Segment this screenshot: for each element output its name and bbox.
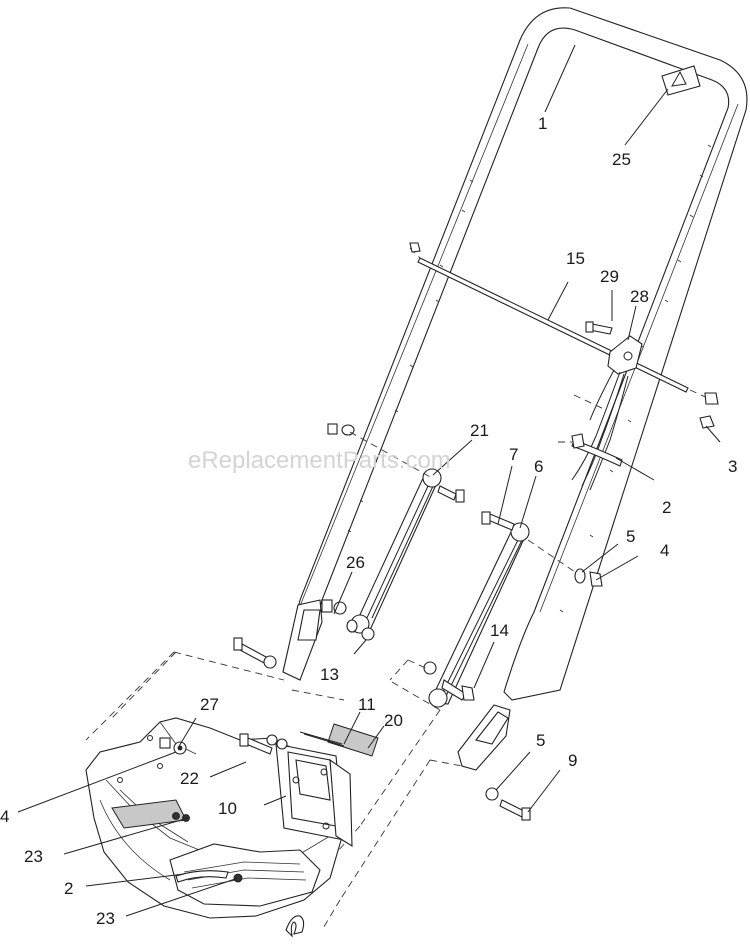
callout-2-lower: 2: [64, 879, 73, 898]
callout-4: 4: [660, 541, 669, 560]
fasteners: [233, 423, 603, 821]
callout-4-lower: 4: [0, 807, 9, 826]
callout-25: 25: [612, 150, 631, 169]
callout-11: 11: [358, 695, 376, 714]
callout-23: 23: [24, 847, 43, 866]
handle-bracket-10: [275, 743, 353, 848]
warning-decal: [661, 65, 701, 96]
callout-28: 28: [630, 287, 649, 306]
callout-5: 5: [626, 527, 635, 546]
cable-bracket: [585, 321, 643, 375]
callout-1: 1: [538, 114, 547, 133]
plate-20: [327, 723, 379, 757]
callout-10: 10: [218, 799, 237, 818]
callout-6: 6: [534, 457, 543, 476]
watermark-text: eReplacementParts.com: [188, 447, 451, 474]
callout-23-lower: 23: [96, 909, 115, 928]
callout-13: 13: [320, 665, 339, 684]
callout-14: 14: [490, 621, 509, 640]
cable-bundle: [558, 369, 629, 491]
handle-tube: [282, 7, 748, 771]
link-arm-right: [428, 522, 530, 708]
leader-lines: [17, 44, 721, 917]
callout-9: 9: [568, 751, 577, 770]
callout-21: 21: [470, 421, 489, 440]
callout-22: 22: [180, 769, 199, 788]
spacer-11: [299, 731, 345, 747]
link-arm-left: [350, 468, 442, 634]
assembly-boundary: [85, 651, 463, 931]
callout-5-lower: 5: [536, 731, 545, 750]
callout-29: 29: [600, 267, 619, 286]
callout-27: 27: [200, 695, 219, 714]
callout-labels: 1 25 15 29 28 3 21 7 6 2 5 4 26 13 14 27…: [0, 114, 737, 928]
fasteners-upper-bracket: [239, 733, 288, 755]
callout-2: 2: [662, 498, 671, 517]
callout-15: 15: [566, 249, 585, 268]
callout-26: 26: [346, 553, 365, 572]
callout-3: 3: [728, 457, 737, 476]
callout-20: 20: [384, 711, 403, 730]
deck-fastener-27: [159, 737, 187, 755]
callout-7: 7: [509, 445, 518, 464]
